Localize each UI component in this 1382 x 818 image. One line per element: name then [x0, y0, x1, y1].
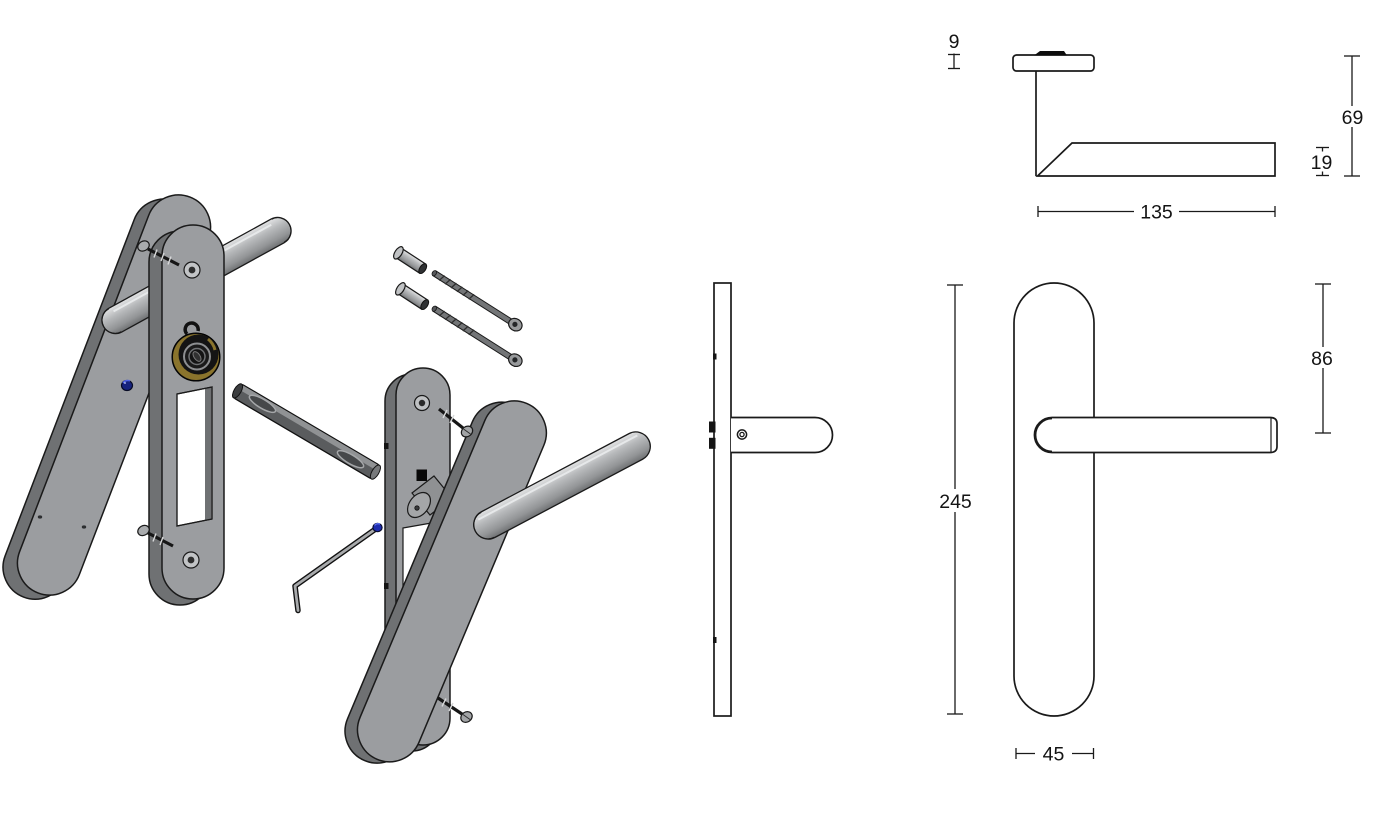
lever-end-cap: [1033, 416, 1053, 454]
dimension-height-overall: 69: [1338, 55, 1367, 177]
view-lever-side: 9 69 19 135: [948, 31, 1367, 224]
grub-screw-blue-left: [120, 379, 134, 392]
dimension-plate-height: 245: [934, 284, 977, 715]
dimension-plate-width: 45: [1015, 742, 1095, 766]
dim-label-86: 86: [1311, 348, 1333, 370]
fixing-screw-top-right: [438, 407, 474, 438]
fixing-screw-bottom-right: [437, 696, 473, 723]
connecting-sleeve-2: [395, 282, 430, 311]
square-spindle: [232, 383, 381, 480]
dim-label-69: 69: [1342, 107, 1364, 129]
dim-label-9: 9: [949, 31, 960, 53]
fixing-screw-top-left: [137, 240, 180, 267]
fixing-screw-bottom-left: [137, 524, 174, 548]
connecting-bolt-1: [431, 270, 523, 332]
inner-backplate: [148, 224, 225, 606]
dimension-lever-thickness: 19: [1308, 146, 1336, 177]
dimension-lever-length: 135: [1037, 200, 1276, 224]
dim-label-245: 245: [939, 491, 972, 513]
latch-cutout-window: [176, 386, 213, 527]
connecting-bolt-2: [431, 305, 523, 368]
spindle-side-tab: [709, 437, 716, 449]
view-plate-front: 86 45: [1013, 282, 1338, 766]
screw-hole-top: [413, 394, 431, 412]
spindle-top-mark: [1034, 51, 1067, 56]
spindle-side-tab: [709, 421, 716, 433]
screw-hole-bottom: [182, 551, 200, 569]
outer-backplate-pin-mark: [37, 515, 43, 519]
exploded-right-assembly: [292, 367, 651, 764]
allen-key: [292, 522, 383, 614]
outer-backplate-pin-mark: [81, 525, 87, 529]
cylinder-lock: [171, 321, 221, 382]
front-backplate: [344, 400, 548, 764]
grub-screw-blue-right: [372, 522, 383, 533]
dim-label-45: 45: [1043, 744, 1065, 766]
connecting-sleeve-1: [393, 246, 428, 275]
spindle-square-hole: [416, 469, 427, 481]
view-plate-side: 245: [709, 282, 977, 717]
screw-hole-top: [183, 261, 201, 279]
dim-label-135: 135: [1140, 202, 1173, 224]
lever-handle-right: [473, 431, 651, 540]
dimension-flange-thickness: 9: [948, 31, 960, 70]
dim-label-19: 19: [1311, 152, 1333, 174]
dimension-lever-from-top: 86: [1308, 283, 1338, 434]
exploded-left-assembly: [2, 194, 292, 606]
